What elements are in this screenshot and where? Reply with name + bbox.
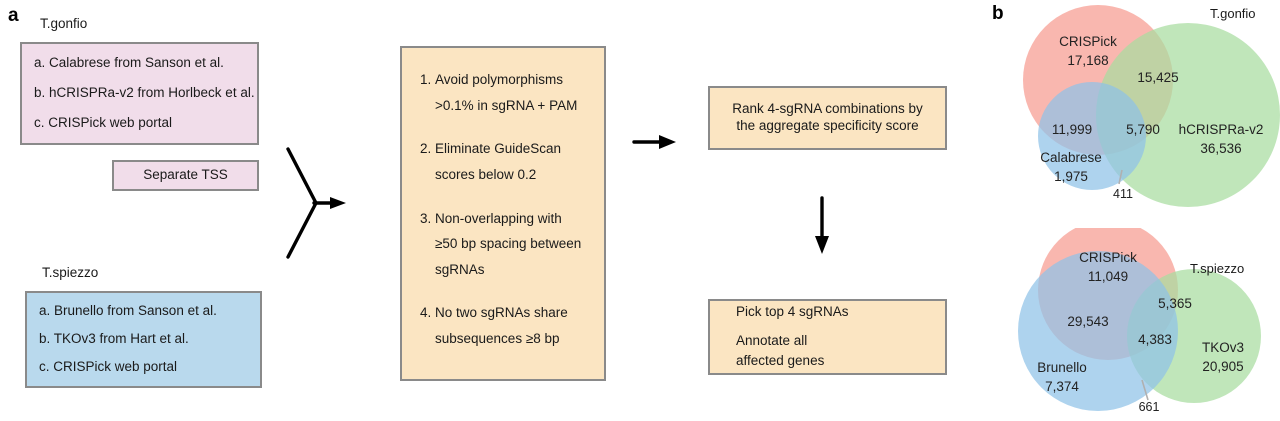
venn-label-hcrispra-name: hCRISPRa-v2 <box>1178 122 1264 137</box>
tspiezzo-item-c: c. CRISPick web portal <box>39 358 178 374</box>
arrow-right-icon <box>632 135 676 149</box>
tgonfio-group-label: T.gonfio <box>40 16 88 31</box>
criteria-item-3-number: 3. <box>420 210 432 226</box>
venn-value-tkov3-only: 20,905 <box>1202 359 1244 374</box>
venn-value-crispick-calabrese: 11,999 <box>1051 122 1093 137</box>
venn-label-brunello-name: Brunello <box>1037 360 1087 375</box>
tgonfio-item-b: b. hCRISPRa-v2 from Horlbeck et al. <box>34 85 255 101</box>
venn-value-tkov3-brunello: 661 <box>1138 400 1160 414</box>
tspiezzo-item-b: b. TKOv3 from Hart et al. <box>39 331 189 347</box>
venn-value-calabrese-only: 1,975 <box>1054 169 1088 184</box>
panel-letter-b: b <box>992 3 1004 24</box>
venn-value-crispick-tkov3: 5,365 <box>1158 296 1192 311</box>
venn-value-all-three: 5,790 <box>1126 122 1160 137</box>
tgonfio-library-box: a. Calabrese from Sanson et al. b. hCRIS… <box>20 42 259 145</box>
criteria-item-1-number: 1. <box>420 72 432 87</box>
venn-label-calabrese-name: Calabrese <box>1040 150 1102 165</box>
venn-value-crispick-only: 17,168 <box>1067 53 1109 68</box>
venn-spiezzo-title: T.spiezzo <box>1190 261 1245 276</box>
criteria-item-4-text: No two sgRNAs share subsequences ≥8 bp <box>435 305 568 347</box>
pick-box-spacer <box>736 323 945 331</box>
panel-letter-a: a <box>8 5 19 26</box>
venn-diagram-tgonfio: T.gonfio CRISPick 17,168 15,425 11,999 5… <box>998 2 1280 214</box>
pick-box-line-3: affected genes <box>736 353 825 369</box>
rank-box-line-1: Rank 4-sgRNA combinations by <box>732 101 923 117</box>
venn-circle-calabrese <box>1038 82 1146 190</box>
venn-circle-hcrispra <box>1096 23 1280 207</box>
venn-gonfio-circles <box>1023 5 1280 207</box>
merge-arrow-icon <box>286 147 346 259</box>
tspiezzo-group-label: T.spiezzo <box>42 265 99 280</box>
criteria-box: 1. Avoid polymorphisms >0.1% in sgRNA + … <box>400 46 606 381</box>
separate-tss-box: Separate TSS <box>112 160 259 191</box>
venn-value-crispick-only-2: 11,049 <box>1087 269 1129 284</box>
tgonfio-item-a: a. Calabrese from Sanson et al. <box>34 55 224 71</box>
venn-label-crispick-name: CRISPick <box>1059 34 1117 49</box>
criteria-item-4-number: 4. <box>420 305 432 321</box>
criteria-item-2-text: Eliminate GuideScan scores below 0.2 <box>435 141 562 182</box>
pick-box-line-2: Annotate all <box>736 332 808 348</box>
venn-value-hcrispra-only: 36,536 <box>1200 141 1242 156</box>
separate-tss-label: Separate TSS <box>143 167 228 183</box>
tgonfio-item-c: c. CRISPick web portal <box>34 114 173 130</box>
venn-circle-brunello <box>1018 251 1178 411</box>
tspiezzo-item-a: a. Brunello from Sanson et al. <box>39 303 217 319</box>
venn-value-crispick-hcrispra: 15,425 <box>1137 70 1179 85</box>
criteria-item-2: 2. Eliminate GuideScan scores below 0.2 <box>420 136 586 187</box>
venn-leader-line-411 <box>1118 169 1123 185</box>
criteria-item-1-text: Avoid polymorphisms >0.1% in sgRNA + PAM <box>435 72 578 113</box>
criteria-item-3: 3. Non-overlapping with ≥50 bp spacing b… <box>420 206 586 283</box>
criteria-item-1: 1. Avoid polymorphisms >0.1% in sgRNA + … <box>420 67 586 118</box>
rank-box-line-2: the aggregate specificity score <box>736 118 919 133</box>
venn-value-hcrispra-calabrese: 411 <box>1113 187 1133 201</box>
arrow-down-icon <box>815 196 829 254</box>
rank-combinations-box: Rank 4-sgRNA combinations by the aggrega… <box>708 86 947 150</box>
venn-label-tkov3-name: TKOv3 <box>1201 340 1244 355</box>
pick-box-line-1: Pick top 4 sgRNAs <box>736 303 849 319</box>
venn-spiezzo-circles <box>1018 228 1261 411</box>
venn-label-crispick-name-2: CRISPick <box>1079 250 1137 265</box>
venn-leader-line-661 <box>1141 379 1149 401</box>
criteria-item-2-number: 2. <box>420 141 432 157</box>
venn-value-all-three-2: 4,383 <box>1138 332 1172 347</box>
venn-diagram-tspiezzo: T.spiezzo CRISPick 11,049 5,365 29,543 4… <box>998 228 1280 420</box>
pick-sgrnas-box: Pick top 4 sgRNAs Annotate all affected … <box>708 299 947 375</box>
venn-value-brunello-only: 7,374 <box>1045 379 1079 394</box>
criteria-item-3-text: Non-overlapping with ≥50 bp spacing betw… <box>435 210 582 277</box>
venn-value-crispick-brunello: 29,543 <box>1067 314 1109 329</box>
venn-gonfio-title: T.gonfio <box>1210 6 1256 21</box>
tspiezzo-library-box: a. Brunello from Sanson et al. b. TKOv3 … <box>25 291 262 388</box>
criteria-item-4: 4. No two sgRNAs share subsequences ≥8 b… <box>420 300 586 351</box>
